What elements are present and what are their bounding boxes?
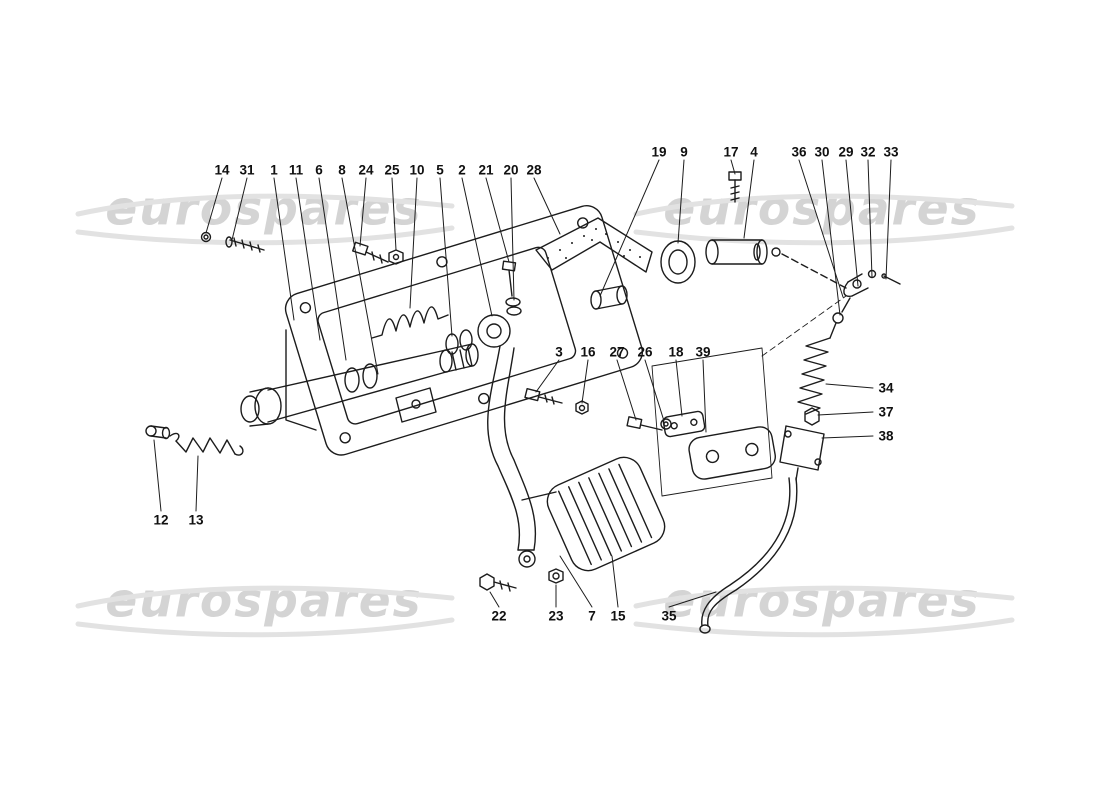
adjuster-nut [804,407,820,426]
part-label-39: 39 [695,344,711,360]
part-label-29: 29 [838,144,854,160]
mid-fasteners [524,387,672,431]
part-label-7: 7 [588,608,596,624]
part-label-1: 1 [270,162,278,178]
part-label-11: 11 [288,162,304,178]
part-label-14: 14 [214,162,230,178]
part-label-13: 13 [188,512,204,528]
part-label-34: 34 [878,380,894,396]
part-label-23: 23 [548,608,564,624]
part-label-20: 20 [503,162,519,178]
part-label-15: 15 [610,608,626,624]
part-label-32: 32 [860,144,876,160]
part-label-38: 38 [878,428,894,444]
part-label-28: 28 [526,162,542,178]
part-label-22: 22 [491,608,507,624]
part-label-17: 17 [723,144,739,160]
part-label-12: 12 [153,512,169,528]
return-spring [371,306,449,339]
gasket [535,217,653,273]
part-label-25: 25 [384,162,400,178]
part-label-36: 36 [791,144,807,160]
pedal-hub [445,260,522,355]
watermark-text: eurospares [663,573,981,629]
cable-clevis [829,269,901,339]
part-label-16: 16 [580,344,596,360]
slave-cylinder [779,425,825,481]
part-label-27: 27 [609,344,625,360]
part-label-33: 33 [883,144,899,160]
master-cylinder [590,171,847,310]
clutch-cable [699,477,798,634]
part-label-21: 21 [478,162,494,178]
leader-lines [153,159,892,608]
part-label-9: 9 [680,144,688,160]
pedal-shaft [240,343,479,427]
part-label-37: 37 [878,404,894,420]
part-label-4: 4 [750,144,758,160]
mount-panel [651,295,847,497]
part-label-35: 35 [661,608,677,624]
part-label-24: 24 [358,162,374,178]
part-label-5: 5 [436,162,444,178]
part-label-3: 3 [555,344,563,360]
part-label-8: 8 [338,162,346,178]
cable-boot [797,337,831,415]
tension-spring [145,425,244,456]
bottom-fasteners [479,568,564,592]
part-label-6: 6 [315,162,323,178]
part-label-26: 26 [637,344,653,360]
watermark-text: eurospares [105,573,423,629]
part-label-31: 31 [239,162,255,178]
watermark-text: eurospares [105,181,423,237]
part-label-10: 10 [409,162,425,178]
part-label-2: 2 [458,162,466,178]
clutch-pedal [487,345,666,572]
part-label-18: 18 [668,344,684,360]
part-label-30: 30 [814,144,830,160]
part-label-19: 19 [651,144,667,160]
